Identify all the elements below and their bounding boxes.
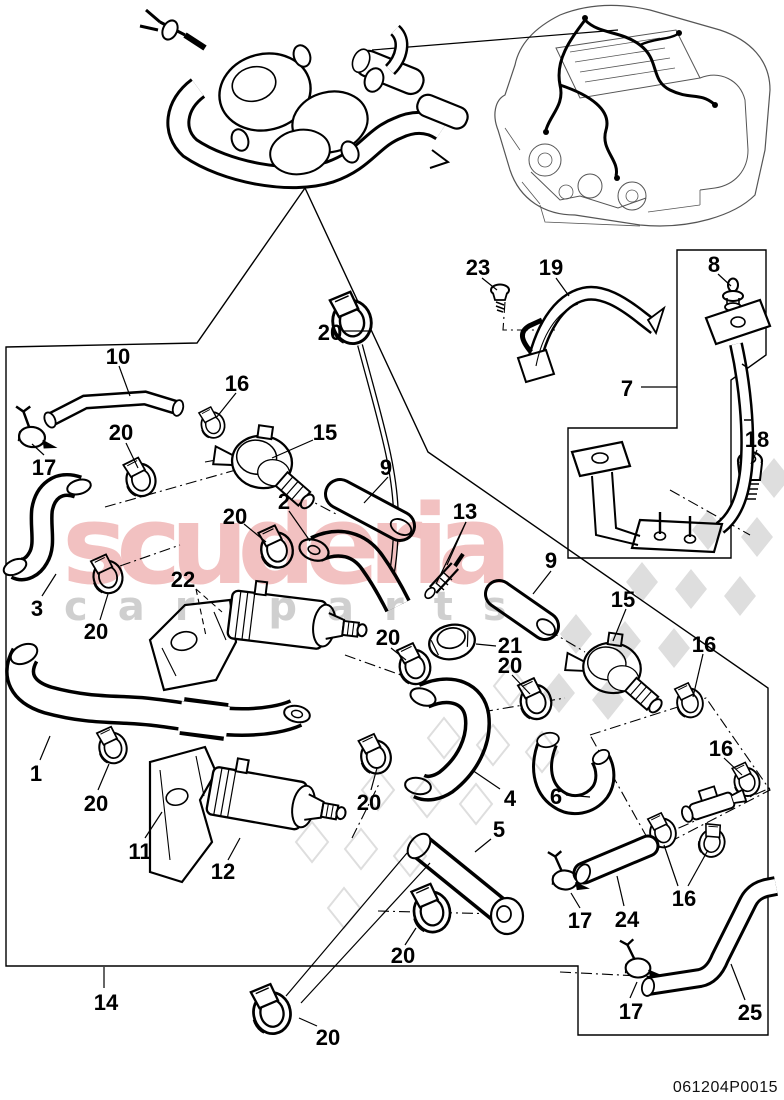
callout-25-40[interactable]: 25 [738, 1000, 762, 1025]
clamp-20 [119, 453, 160, 501]
callout-16-26[interactable]: 16 [709, 736, 733, 761]
callout-20-28[interactable]: 20 [84, 791, 108, 816]
callout-12-30[interactable]: 12 [211, 859, 235, 884]
valve-15 [559, 626, 675, 718]
callout-15-4[interactable]: 15 [313, 420, 337, 445]
callout-16-1[interactable]: 16 [225, 371, 249, 396]
callout-20-3[interactable]: 20 [109, 420, 133, 445]
callout-15-19[interactable]: 15 [611, 587, 635, 612]
callout-20-22[interactable]: 20 [498, 653, 522, 678]
clamp-20 [694, 819, 731, 862]
callout-20-6[interactable]: 20 [223, 504, 247, 529]
callout-4-24[interactable]: 4 [504, 786, 517, 811]
clamp-20 [254, 521, 298, 572]
callout-2-5[interactable]: 2 [278, 489, 290, 514]
clamp-20 [87, 550, 127, 598]
callout-20-23[interactable]: 20 [376, 625, 400, 650]
engine-illustration [494, 4, 771, 227]
dashed-leaders [195, 588, 223, 637]
hose-1 [5, 642, 311, 741]
valve-15 [207, 418, 327, 514]
clamp-20 [354, 730, 395, 778]
callout-10[interactable]: 10 [106, 344, 130, 369]
clamp-20 [93, 723, 131, 767]
callout-20-31[interactable]: 20 [357, 790, 381, 815]
clamp-20 [407, 879, 455, 937]
fitting-13 [424, 552, 465, 600]
callout-1-27[interactable]: 1 [30, 761, 42, 786]
bolt-8 [722, 277, 744, 312]
callout-18-15[interactable]: 18 [745, 427, 769, 452]
callout-17-33[interactable]: 17 [568, 908, 592, 933]
callout-20-38[interactable]: 20 [316, 1025, 340, 1050]
clamp-16 [671, 679, 707, 721]
callout-20-10[interactable]: 20 [318, 320, 342, 345]
callout-24-34[interactable]: 24 [615, 907, 640, 932]
engine-leader-line [371, 29, 619, 51]
bracket-11 [148, 745, 218, 884]
callout-20-9[interactable]: 20 [84, 619, 108, 644]
hose-2 [298, 529, 411, 613]
thin-pipe [357, 344, 400, 593]
callout-3-8[interactable]: 3 [31, 596, 43, 621]
callout-11-29[interactable]: 11 [128, 839, 151, 864]
air-pump-assembly [139, 8, 469, 190]
screw-23 [490, 283, 510, 313]
fitting-17 [617, 937, 663, 980]
pump-22 [225, 577, 373, 656]
callout-14-37[interactable]: 14 [94, 990, 119, 1015]
clamp-20 [514, 674, 556, 724]
cylinder-9 [324, 478, 416, 542]
callout-16-35[interactable]: 16 [672, 886, 696, 911]
cap-21 [428, 623, 476, 661]
callout-19-12[interactable]: 19 [539, 255, 563, 280]
cylinder-9 [484, 579, 560, 641]
leader-lines [31, 273, 758, 1027]
tube-24 [572, 834, 660, 885]
main-box [5, 186, 769, 1036]
bracket-box [567, 249, 767, 559]
callout-17-39[interactable]: 17 [619, 999, 643, 1024]
hose-25 [640, 876, 778, 997]
bracket-19 [516, 285, 666, 384]
valve-tee-16 [681, 785, 748, 823]
callout-17-2[interactable]: 17 [32, 455, 56, 480]
pump-12 [204, 753, 353, 839]
clamp-20 [246, 980, 296, 1039]
hose-3 [2, 473, 92, 582]
callout-7-14[interactable]: 7 [621, 376, 633, 401]
callout-22-7[interactable]: 22 [171, 567, 195, 592]
callout-9-16[interactable]: 9 [380, 455, 392, 480]
hose-10 [43, 390, 185, 429]
elbow-4 [404, 677, 491, 802]
callout-5-32[interactable]: 5 [493, 817, 505, 842]
callout-8-13[interactable]: 8 [708, 252, 720, 277]
pump-bracket-22 [148, 598, 238, 692]
callout-16-20[interactable]: 16 [692, 632, 716, 657]
callout-6-25[interactable]: 6 [550, 784, 562, 809]
hose-6 [532, 731, 616, 816]
callout-9-18[interactable]: 9 [545, 548, 557, 573]
callout-13-17[interactable]: 13 [453, 499, 477, 524]
diagram-part-number: 061204P0015 [673, 1079, 778, 1096]
bracket-7 [570, 298, 772, 554]
callout-21-21[interactable]: 21 [498, 633, 522, 658]
callout-23-11[interactable]: 23 [466, 255, 490, 280]
callout-20-36[interactable]: 20 [391, 943, 415, 968]
